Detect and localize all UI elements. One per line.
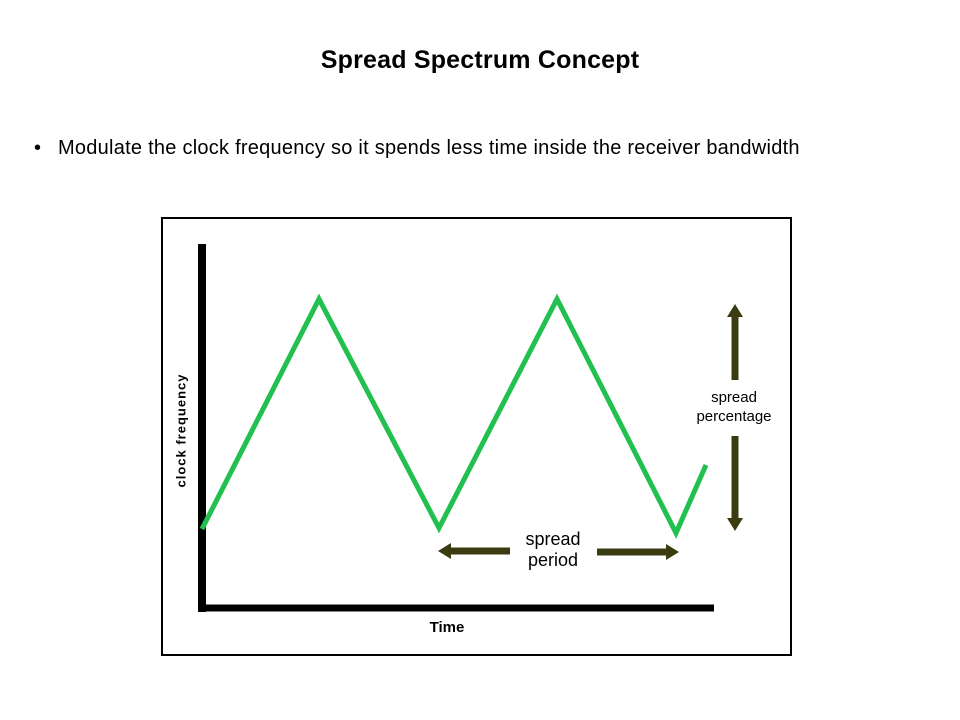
- spread-percentage-label: spread percentage: [659, 388, 809, 426]
- spread-period-label: spread period: [478, 529, 628, 571]
- bullet-item: • Modulate the clock frequency so it spe…: [34, 137, 946, 160]
- clock-frequency-waveform: [199, 293, 709, 539]
- slide-title: Spread Spectrum Concept: [320, 46, 640, 74]
- concept-plot: [198, 244, 743, 612]
- diagram-frame: clock frequency Time spread period sprea…: [161, 217, 792, 656]
- spread-period-arrow-right-head: [666, 544, 679, 560]
- spread-percentage-arrow-down-head: [727, 518, 743, 531]
- spread-percentage-arrow-up-head: [727, 304, 743, 317]
- spread-percentage-line2: percentage: [696, 408, 772, 425]
- y-axis-label: clock frequency: [173, 373, 189, 488]
- x-axis-label: Time: [429, 619, 465, 636]
- bullet-text: Modulate the clock frequency so it spend…: [58, 137, 800, 159]
- annotation-arrows: [438, 304, 743, 560]
- spread-period-line1: spread: [525, 529, 581, 549]
- bullet-marker: •: [34, 137, 42, 159]
- spread-period-arrow-left-head: [438, 543, 451, 559]
- spread-period-line2: period: [527, 550, 579, 570]
- spread-percentage-line1: spread: [711, 389, 757, 406]
